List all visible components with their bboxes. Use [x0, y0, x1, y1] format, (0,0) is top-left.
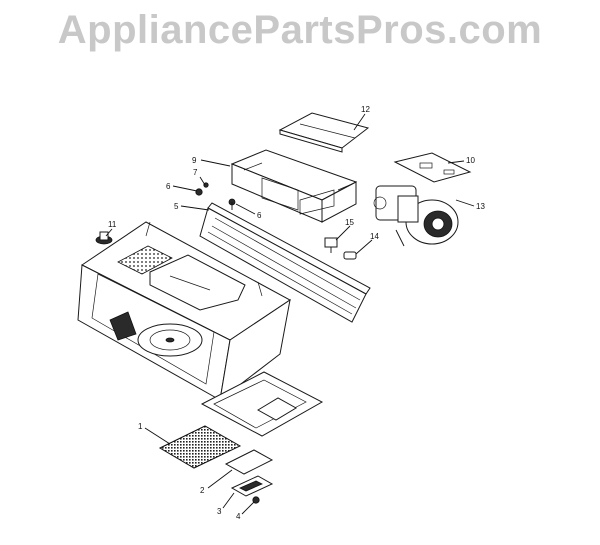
light-bulb	[252, 496, 260, 504]
air-guide-duct	[230, 149, 358, 223]
mounting-clip	[95, 231, 113, 245]
light-housing	[230, 475, 274, 497]
callout-4: 4	[236, 512, 241, 521]
front-vent-grille	[199, 202, 371, 323]
callout-11: 11	[108, 220, 117, 229]
top-cover-plate	[278, 112, 370, 153]
thermal-switch	[324, 237, 338, 253]
callout-5: 5	[174, 202, 179, 211]
callout-3: 3	[217, 507, 222, 516]
callout-14: 14	[370, 232, 379, 241]
blower-motor-assembly	[373, 185, 459, 247]
oven-cavity-chassis	[77, 221, 291, 402]
lamp-cover	[224, 449, 274, 475]
leader-lines	[105, 113, 475, 515]
callout-6a: 6	[166, 182, 171, 191]
callout-10: 10	[466, 156, 475, 165]
callout-2: 2	[200, 486, 205, 495]
mounting-plate	[393, 152, 472, 183]
callout-12: 12	[361, 105, 370, 114]
bottom-frame	[200, 371, 324, 437]
fuse-clip	[343, 251, 357, 260]
callout-1: 1	[138, 422, 143, 431]
screw-hardware	[195, 182, 236, 210]
callout-labels: 12 9 10 7 6 5 6 13 11 15 14 1 2 3 4	[108, 105, 485, 521]
watermark-logo: AppliancePartsPros.com	[57, 8, 543, 52]
callout-13: 13	[476, 202, 485, 211]
callout-6b: 6	[257, 211, 262, 220]
callout-9: 9	[192, 156, 197, 165]
callout-15: 15	[345, 218, 354, 227]
callout-7: 7	[193, 168, 198, 177]
grease-filter	[158, 425, 242, 469]
